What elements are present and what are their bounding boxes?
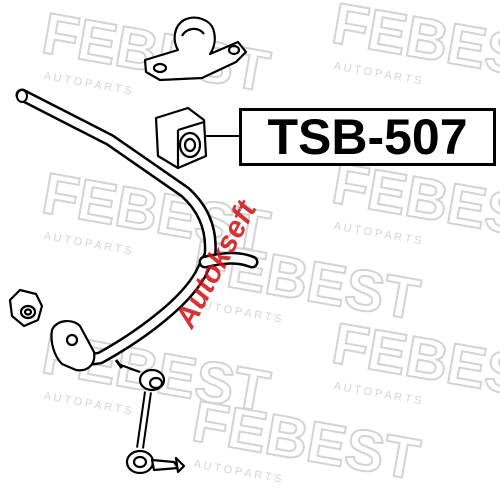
part-number-label: TSB-507 xyxy=(239,108,496,166)
watermark-brand: FEBEST xyxy=(188,389,425,493)
nut xyxy=(8,288,44,328)
stabilizer-bar xyxy=(15,88,259,369)
watermark-mid-right: FEBEST A U T O P A R T S xyxy=(327,150,500,256)
stabilizer-link xyxy=(114,359,186,475)
watermark-footer: FEBEST A U T O P A R T S xyxy=(187,388,426,494)
watermark-bottom-right: FEBEST A U T O P A R T S xyxy=(327,310,500,416)
stabilizer-bushing xyxy=(154,106,208,170)
watermark-top-right: FEBEST A U T O P A R T S xyxy=(327,0,500,96)
bar-end-bushing xyxy=(50,320,96,372)
mounting-bracket xyxy=(143,16,248,82)
febest-watermark-layer: FEBEST A U T O P A R T S FEBEST A U T O … xyxy=(37,0,500,494)
